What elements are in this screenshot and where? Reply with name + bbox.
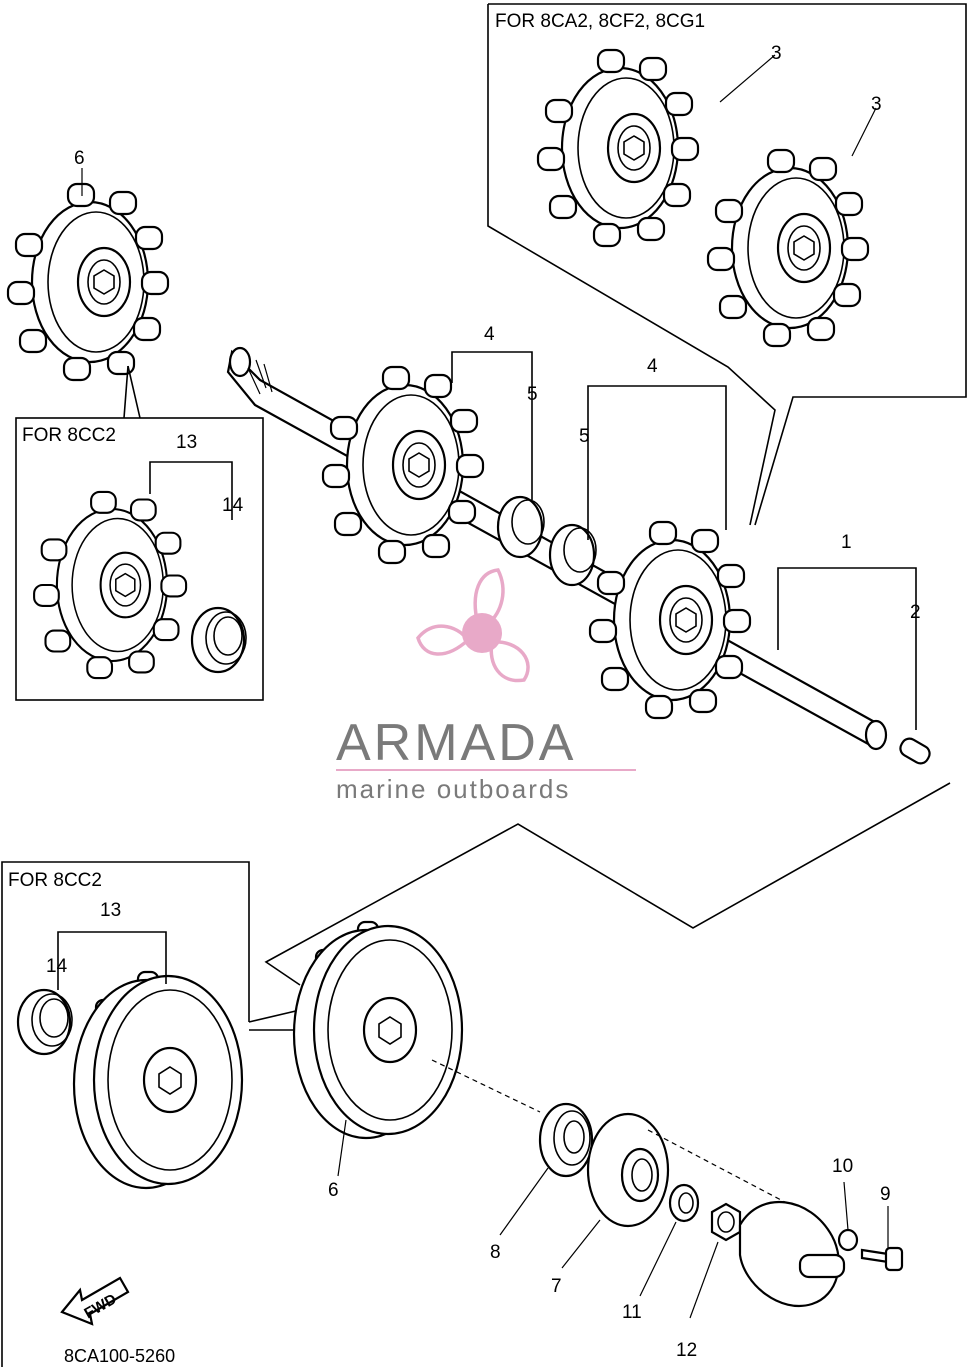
callout-5b: 5 bbox=[579, 426, 590, 447]
box-title-top-right: FOR 8CA2, 8CF2, 8CG1 bbox=[495, 11, 705, 32]
callout-5a: 5 bbox=[527, 384, 538, 405]
armada-logo bbox=[416, 568, 530, 683]
bushing-5b bbox=[548, 523, 597, 587]
flange-7 bbox=[586, 1112, 670, 1228]
diagram-code: 8CA100-5260 bbox=[64, 1346, 175, 1366]
callout-12: 12 bbox=[676, 1340, 697, 1361]
callout-8: 8 bbox=[490, 1242, 501, 1263]
plug-2 bbox=[899, 737, 931, 765]
nut-12 bbox=[710, 1202, 742, 1242]
callout-14b: 14 bbox=[46, 956, 68, 977]
callout-6b: 6 bbox=[328, 1180, 339, 1201]
bearing-8 bbox=[538, 1102, 594, 1178]
sprocket-3a bbox=[536, 48, 700, 248]
callout-6a: 6 bbox=[74, 148, 85, 169]
callout-1: 1 bbox=[841, 532, 852, 553]
bushing-14-bottom bbox=[16, 988, 73, 1056]
bushing-5a bbox=[496, 495, 545, 559]
box-8cc2-mid bbox=[15, 417, 264, 701]
callout-13a: 13 bbox=[176, 432, 197, 453]
callout-13b: 13 bbox=[100, 900, 121, 921]
housing-plate bbox=[738, 1200, 846, 1307]
washer-11 bbox=[668, 1183, 700, 1223]
sprocket-3b bbox=[706, 148, 870, 348]
callout-3a: 3 bbox=[771, 43, 782, 64]
box-8cc2-bottom bbox=[1, 861, 250, 1367]
callout-11: 11 bbox=[622, 1302, 642, 1323]
sprocket-13-mid bbox=[33, 490, 188, 680]
callout-9: 9 bbox=[880, 1184, 891, 1205]
callout-4b: 4 bbox=[647, 356, 658, 377]
bushing-14-mid bbox=[190, 606, 247, 674]
callout-7: 7 bbox=[551, 1276, 562, 1297]
watermark-name: ARMADA bbox=[336, 714, 576, 772]
sprocket-4a bbox=[321, 365, 485, 565]
box-8ca2-8cf2-8cg1 bbox=[487, 3, 967, 526]
callout-14a: 14 bbox=[222, 495, 244, 516]
box-title-left-mid: FOR 8CC2 bbox=[22, 425, 116, 446]
callout-4a: 4 bbox=[484, 324, 495, 345]
bolt-10 bbox=[837, 1228, 859, 1252]
sprocket-4b bbox=[588, 520, 752, 720]
callout-10: 10 bbox=[832, 1156, 853, 1177]
bolt-9 bbox=[860, 1246, 904, 1272]
fwd-arrow-icon bbox=[60, 1276, 130, 1326]
callout-3b: 3 bbox=[871, 94, 882, 115]
sprocket-6-top bbox=[6, 182, 170, 382]
watermark-tagline: marine outboards bbox=[336, 774, 570, 804]
wheel-13-bottom bbox=[72, 970, 244, 1190]
box-title-left-bottom: FOR 8CC2 bbox=[8, 870, 102, 891]
wheel-6-bottom bbox=[292, 920, 464, 1140]
callout-2: 2 bbox=[910, 602, 921, 623]
